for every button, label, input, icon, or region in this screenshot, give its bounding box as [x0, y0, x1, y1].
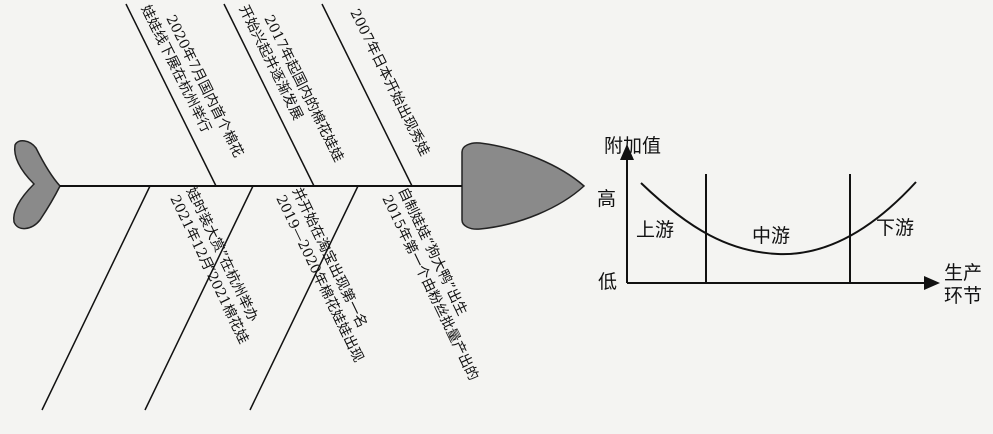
y-high-label: 高: [597, 188, 616, 210]
lower-bone-2: [144, 185, 254, 411]
y-low-label: 低: [598, 271, 617, 293]
y-axis-arrow-icon: [620, 144, 634, 160]
x-axis-title: 生产 环节: [944, 262, 988, 307]
fish-head: [461, 142, 586, 230]
upper-bone-3: [321, 3, 413, 187]
lower-bone-3: [249, 185, 359, 411]
lower-bone-label-1: 2021年12月 “2021棉花娃 娃时装大赏”在杭州举办: [166, 185, 269, 350]
smile-curve: [640, 181, 917, 256]
lower-bone-1: [41, 185, 151, 411]
y-axis-title: 附加值: [604, 135, 661, 157]
upper-bone-1: [125, 3, 217, 187]
value-chain-chart: 附加值 高 低 生产 环节 上游 中游 下游: [597, 135, 988, 307]
lower-bone-label-2: 2019—2020年棉花娃娃出现 并开始在淘宝出现第一名: [272, 185, 385, 369]
region-label-downstream: 下游: [876, 217, 914, 239]
upper-bone-label-1: 2020年7月国内首个棉花 娃娃线下展在杭州举行: [137, 0, 249, 172]
fishbone-diagram: 2020年7月国内首个棉花 娃娃线下展在杭州举行 2017年起国内的棉花娃娃 开…: [13, 0, 586, 411]
region-label-midstream: 中游: [752, 225, 790, 247]
upper-bone-label-2: 2017年起国内的棉花娃娃 开始兴起并逐渐发展: [235, 0, 349, 177]
upper-bone-2: [223, 3, 315, 187]
region-label-upstream: 上游: [636, 219, 674, 241]
x-axis-arrow-icon: [924, 276, 940, 290]
upper-bone-label-3: 2007年日本开始出现秀娃: [346, 7, 432, 159]
fish-tail: [13, 140, 61, 230]
